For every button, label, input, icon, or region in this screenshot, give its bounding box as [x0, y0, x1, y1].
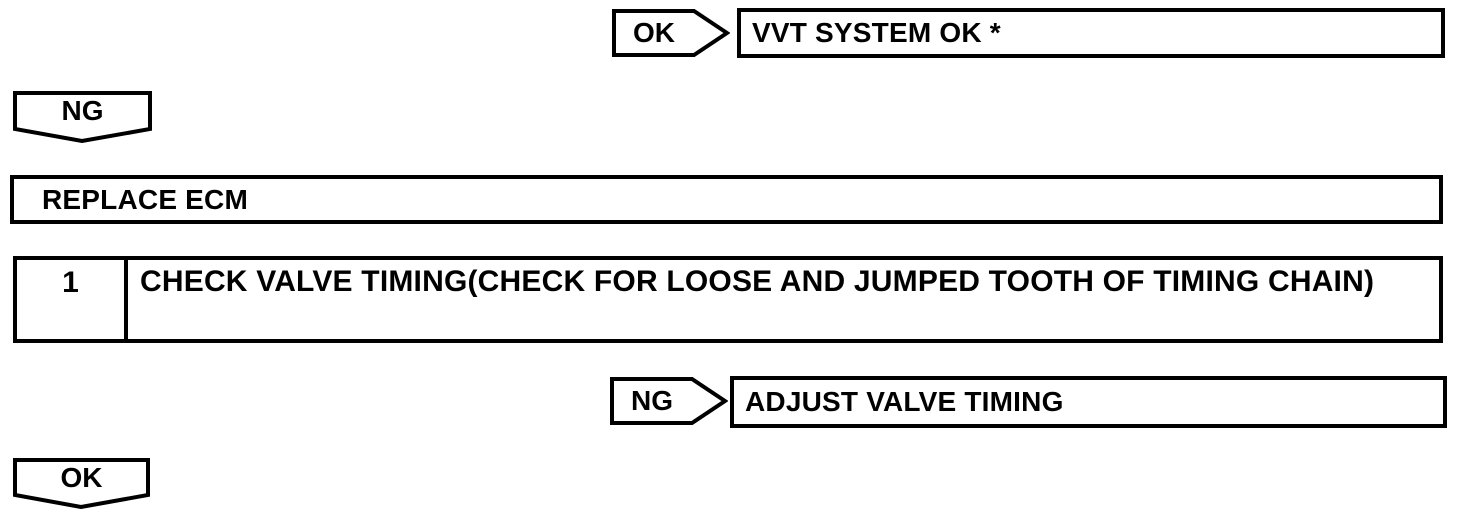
connector-ok-arrow: OK: [612, 9, 730, 57]
connector-ng-arrow: NG: [610, 377, 728, 425]
down-banner-pentagon-icon: [13, 458, 150, 509]
connector-ng-label: NG: [631, 385, 673, 416]
connector-ok-label: OK: [633, 17, 675, 48]
result-box-adjust-valve-timing: ADJUST VALVE TIMING: [730, 376, 1447, 428]
step-title: CHECK VALVE TIMING(CHECK FOR LOOSE AND J…: [140, 265, 1375, 298]
right-arrow-pentagon-icon: [612, 9, 730, 57]
down-banner-pentagon-icon: [13, 91, 152, 143]
step-number: 1: [17, 260, 128, 339]
result-box-adjust-valve-timing-label: ADJUST VALVE TIMING: [745, 386, 1064, 417]
right-arrow-pentagon-icon: [610, 377, 728, 425]
action-box-replace-ecm-label: REPLACE ECM: [42, 183, 248, 215]
result-box-vvt-system-ok-label: VVT SYSTEM OK *: [752, 17, 1001, 48]
branch-ok-banner: OK: [13, 458, 150, 509]
branch-ok-label: OK: [60, 462, 103, 493]
branch-ng-banner: NG: [13, 91, 152, 143]
result-box-vvt-system-ok: VVT SYSTEM OK *: [737, 8, 1445, 58]
action-box-replace-ecm: REPLACE ECM: [10, 175, 1443, 224]
branch-ng-label: NG: [61, 95, 104, 126]
step-box-1: 1 CHECK VALVE TIMING(CHECK FOR LOOSE AND…: [13, 256, 1443, 343]
